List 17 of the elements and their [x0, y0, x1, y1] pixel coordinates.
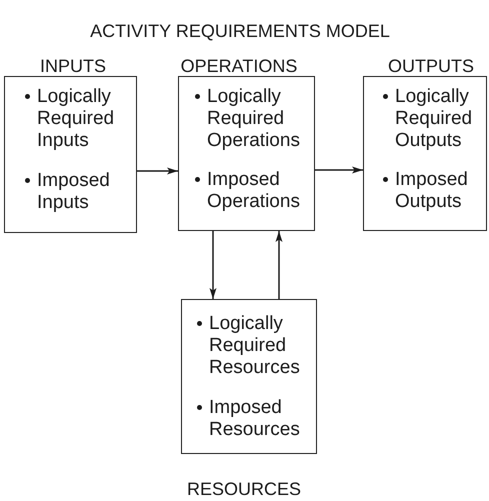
- diagram-title: ACTIVITY REQUIREMENTS MODEL: [90, 21, 390, 41]
- arrow: [210, 231, 216, 299]
- bullet-item: Imposed Operations: [195, 168, 310, 212]
- column-heading: OPERATIONS: [180, 56, 298, 76]
- column-heading: INPUTS: [40, 56, 106, 76]
- column-heading: OUTPUTS: [388, 56, 474, 76]
- bullet-item: Logically Required Outputs: [383, 86, 482, 152]
- bullet-item: Logically Required Resources: [197, 312, 312, 378]
- arrow: [276, 231, 282, 299]
- bullet-item: Imposed Outputs: [383, 168, 482, 212]
- bullet-item: Logically Required Operations: [195, 86, 310, 152]
- bullet-item: Logically Required Inputs: [25, 86, 132, 152]
- bullet-item: Imposed Inputs: [25, 170, 132, 214]
- bullet-item: Imposed Resources: [197, 396, 312, 440]
- column-heading: RESOURCES: [186, 479, 302, 499]
- arrow: [137, 168, 178, 174]
- arrow: [315, 166, 363, 174]
